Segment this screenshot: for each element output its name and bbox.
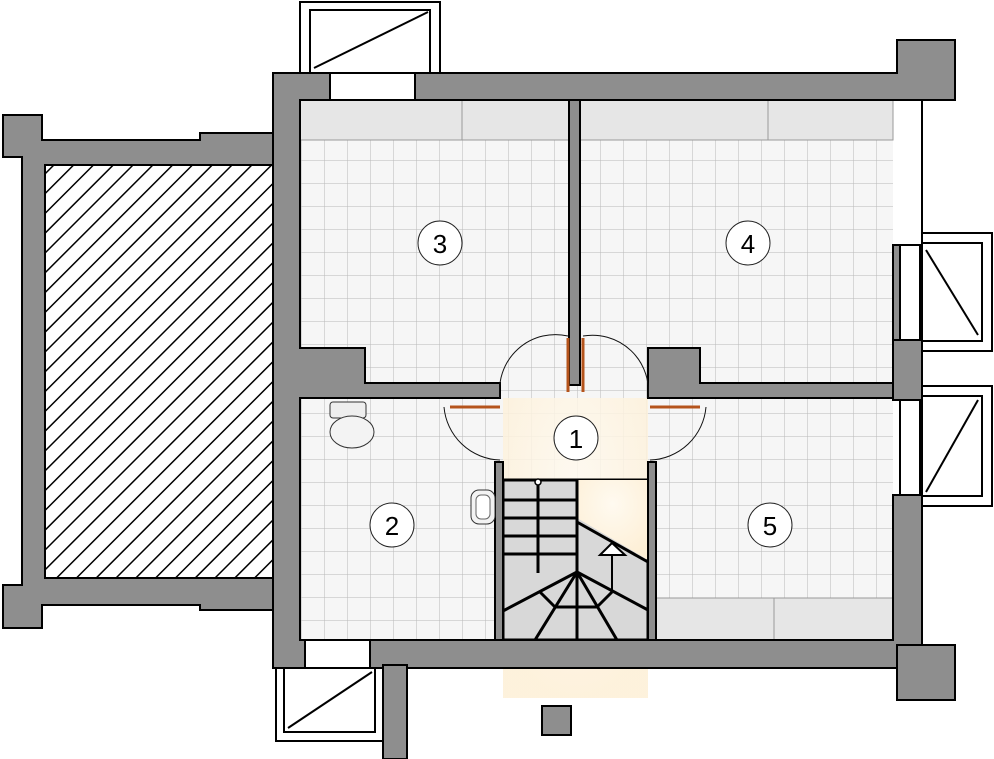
windows	[275, 1, 993, 742]
staircase	[501, 478, 650, 642]
room-label-2: 2	[369, 502, 415, 548]
room-label-1: 1	[553, 415, 599, 461]
room-label-4: 4	[725, 220, 771, 266]
room-label-3: 3	[417, 220, 463, 266]
walls	[2, 39, 956, 759]
toilet-icon	[329, 401, 375, 449]
room-number: 5	[763, 511, 777, 541]
stair-direction-arrow-icon	[597, 541, 628, 556]
room-number: 4	[741, 229, 755, 259]
room-number: 1	[569, 424, 583, 454]
room-label-5: 5	[747, 502, 793, 548]
sink-icon	[470, 489, 496, 525]
garage-hatched-area	[44, 164, 274, 579]
room-number: 2	[385, 511, 399, 541]
room-number: 3	[433, 229, 447, 259]
chimney-post	[541, 705, 572, 736]
doors	[443, 334, 707, 461]
